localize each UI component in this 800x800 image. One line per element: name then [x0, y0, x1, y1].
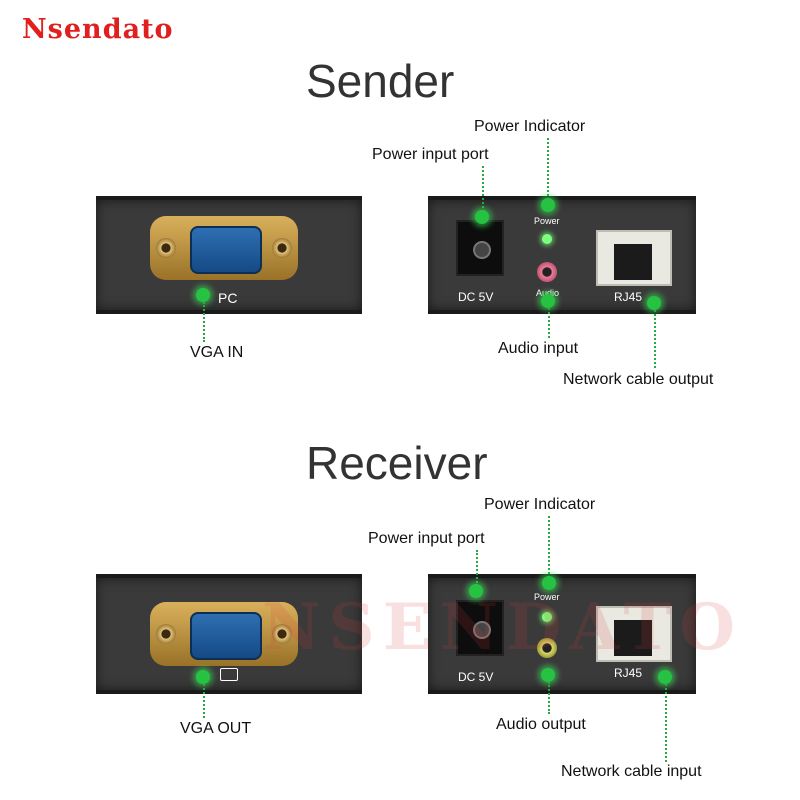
screw-icon — [272, 238, 292, 258]
power-label: Power — [534, 216, 560, 226]
indicator-dot — [647, 296, 661, 310]
leader-line — [654, 310, 656, 368]
power-indicator-label: Power Indicator — [484, 496, 596, 513]
power-indicator-label: Power Indicator — [474, 118, 586, 135]
watermark: NSENDATO — [262, 590, 744, 665]
power-led-icon — [542, 612, 552, 622]
power-label: Power — [534, 592, 560, 602]
monitor-icon — [220, 668, 238, 681]
vga-out-label: VGA OUT — [180, 720, 252, 737]
sender-right-panel: DC 5V Power Audio RJ45 — [428, 196, 696, 314]
indicator-dot — [541, 668, 555, 682]
rj45-port — [596, 606, 672, 662]
dc-label: DC 5V — [458, 290, 494, 304]
dc-power-jack — [456, 220, 504, 276]
indicator-dot — [542, 576, 556, 590]
indicator-dot — [469, 584, 483, 598]
indicator-dot — [475, 210, 489, 224]
brand-logo: Nsendato — [22, 14, 174, 45]
audio-label: Audio — [536, 288, 560, 298]
leader-line — [548, 682, 550, 714]
screw-icon — [156, 624, 176, 644]
rj45-label: RJ45 — [614, 666, 643, 680]
audio-jack-icon — [537, 262, 557, 282]
indicator-dot — [658, 670, 672, 684]
screw-icon — [156, 238, 176, 258]
indicator-dot — [196, 288, 210, 302]
indicator-dot — [541, 294, 555, 308]
sender-title: Sender — [306, 55, 455, 107]
vga-pins — [190, 612, 262, 660]
indicator-dot — [541, 198, 555, 212]
sender-left-panel: PC — [96, 196, 362, 314]
audio-jack-icon — [537, 638, 557, 658]
leader-line — [476, 550, 478, 586]
receiver-title: Receiver — [306, 437, 488, 489]
power-input-port-label: Power input port — [372, 146, 489, 163]
rj45-port — [596, 230, 672, 286]
screw-icon — [272, 624, 292, 644]
power-input-port-label: Power input port — [368, 530, 485, 547]
leader-line — [547, 138, 549, 200]
receiver-left-panel — [96, 574, 362, 694]
leader-line — [203, 684, 205, 718]
power-led-icon — [542, 234, 552, 244]
leader-line — [203, 302, 205, 342]
receiver-right-panel: DC 5V Power RJ45 — [428, 574, 696, 694]
vga-port — [150, 216, 298, 280]
rj45-label: RJ45 — [614, 290, 643, 304]
network-output-label: Network cable output — [563, 371, 714, 388]
leader-line — [548, 516, 550, 578]
network-input-label: Network cable input — [561, 763, 702, 780]
dc-power-jack — [456, 600, 504, 656]
leader-line — [548, 308, 550, 338]
dc-label: DC 5V — [458, 670, 494, 684]
pc-label: PC — [218, 290, 238, 306]
audio-input-label: Audio input — [498, 340, 579, 357]
vga-pins — [190, 226, 262, 274]
indicator-dot — [196, 670, 210, 684]
vga-port — [150, 602, 298, 666]
leader-line — [665, 684, 667, 762]
leader-line — [482, 166, 484, 212]
vga-in-label: VGA IN — [190, 344, 244, 361]
audio-output-label: Audio output — [496, 716, 586, 733]
